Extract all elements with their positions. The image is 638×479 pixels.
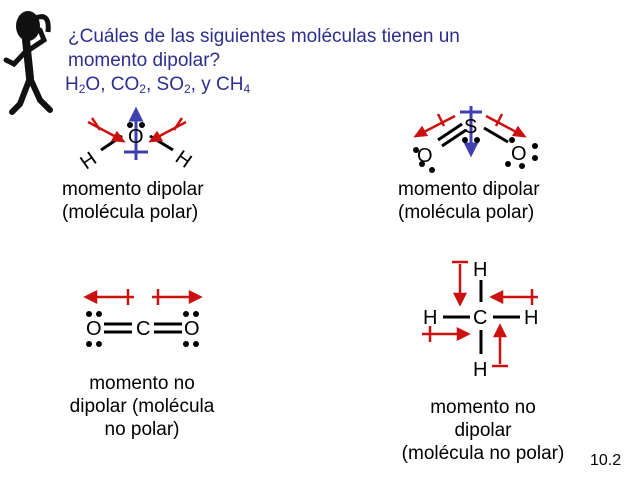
formula-so2: SO2, y: [156, 74, 216, 96]
page-number: 10.2: [590, 452, 622, 469]
ch4-label: momento no dipolar (molécula no polar): [401, 397, 565, 464]
co2-lone-pairs: [86, 311, 199, 347]
question-title: ¿Cuáles de las siguientes moléculas tien…: [65, 25, 460, 97]
co2-oxygen-atom-right: O: [184, 318, 200, 340]
h2o-lone-pairs: [127, 122, 145, 128]
co2-bonds: [104, 322, 182, 334]
h2o-hydrogen-atom-left: H: [76, 148, 100, 174]
co2-label: momento no dipolar (molécula no polar): [69, 373, 215, 440]
ch4-hydrogen-atom-bottom: H: [473, 359, 487, 381]
co2-bond-dipole-arrows: [83, 289, 203, 305]
h2o-net-dipole-arrow: [124, 106, 148, 160]
so2-lone-pairs: [413, 137, 538, 173]
ch4-hydrogen-atom-right: H: [524, 307, 538, 329]
formula-h2o: H2O,: [65, 74, 111, 96]
so2-oxygen-atom-left: O: [417, 145, 433, 167]
ch4-hydrogen-atom-top: H: [473, 259, 487, 281]
h2o-bond-dipole-arrows: [87, 117, 187, 143]
ch4-hydrogen-atom-left: H: [423, 307, 437, 329]
formula-co2: CO2,: [110, 74, 157, 96]
title-line-2: momento dipolar?: [68, 50, 221, 71]
h2o-hydrogen-atom-right: H: [171, 146, 195, 172]
so2-bonds: [437, 122, 509, 148]
so2-net-dipole-arrow: [460, 106, 482, 158]
ch4-bonds: [443, 280, 520, 354]
h2o-bonds: [100, 134, 174, 152]
thinking-stick-figure-icon: [3, 11, 53, 115]
so2-sulfur-atom: S: [464, 116, 477, 138]
so2-bond-dipole-arrows: [413, 113, 527, 138]
so2-oxygen-atom-right: O: [511, 143, 527, 165]
co2-carbon-atom: C: [136, 318, 150, 340]
formula-ch4: CH4: [216, 74, 251, 96]
h2o-label: momento dipolar (molécula polar): [62, 179, 204, 223]
title-line-1: ¿Cuáles de las siguientes moléculas tien…: [68, 26, 460, 47]
formula-list: H2O, CO2, SO2, y CH4: [65, 73, 460, 97]
so2-label: momento dipolar (molécula polar): [398, 179, 540, 223]
ch4-carbon-atom: C: [473, 307, 487, 329]
co2-oxygen-atom-left: O: [86, 318, 102, 340]
h2o-oxygen-atom: O: [128, 126, 144, 148]
ch4-bond-dipole-arrows: [422, 260, 538, 368]
